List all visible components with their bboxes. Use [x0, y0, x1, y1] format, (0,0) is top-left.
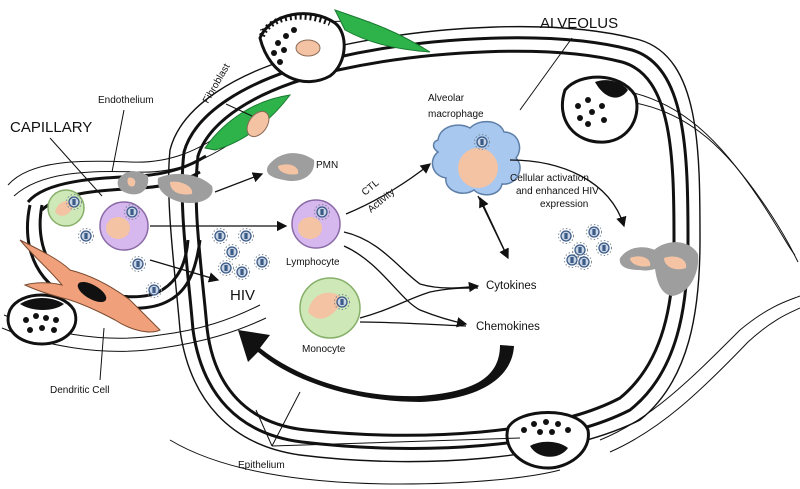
endothelium-label: Endothelium: [98, 95, 154, 106]
lymphocyte-in-capillary: [99, 201, 149, 251]
monocyte-label: Monocyte: [302, 344, 346, 355]
lymphocyte-cell: [291, 199, 341, 249]
type2-pneumocyte-icon: [505, 411, 590, 470]
monocyte-cell: [299, 277, 361, 339]
pmn-cell: [157, 173, 213, 204]
alveolar-macrophage-label-line2: macrophage: [428, 109, 484, 120]
alveolar-macrophage-cell: [431, 120, 521, 196]
type2-pneumocyte-icon: [6, 293, 78, 346]
lymphocyte-label: Lymphocyte: [286, 257, 340, 268]
arrow-icon: [149, 159, 627, 328]
arrow-icon: [238, 330, 514, 402]
epithelium-label: Epithelium: [238, 460, 285, 471]
capillary-label: CAPILLARY: [10, 119, 92, 136]
alveolus-wall: [167, 20, 800, 485]
dendritic-cell: [19, 239, 161, 333]
activation-label-line1: Cellular activation: [510, 173, 589, 184]
monocyte-in-capillary: [47, 189, 85, 227]
chemokines-label: Chemokines: [476, 321, 540, 333]
alveolus-label: ALVEOLUS: [540, 15, 618, 32]
pmn-label: PMN: [316, 160, 338, 171]
pmn-cell: [266, 153, 315, 182]
activation-label-line3: expression: [540, 199, 588, 210]
type2-pneumocyte-icon: [560, 75, 639, 144]
label-leader-lines: [49, 37, 573, 447]
cytokines-label: Cytokines: [486, 280, 537, 292]
hiv-label: HIV: [230, 287, 255, 304]
type2-pneumocyte-icon: [258, 12, 346, 84]
virus-icon: [557, 223, 613, 271]
fibroblast-cell-top: [334, 9, 431, 53]
alveolar-macrophage-label-line1: Alveolar: [428, 93, 465, 104]
dendritic-cell-label: Dendritic Cell: [50, 385, 109, 396]
pmn-cell: [117, 171, 149, 195]
virus-icon: [211, 227, 271, 281]
activation-label-line2: and enhanced HIV: [516, 186, 599, 197]
pmn-cell: [619, 242, 699, 296]
fibroblast-cell: [204, 94, 292, 151]
